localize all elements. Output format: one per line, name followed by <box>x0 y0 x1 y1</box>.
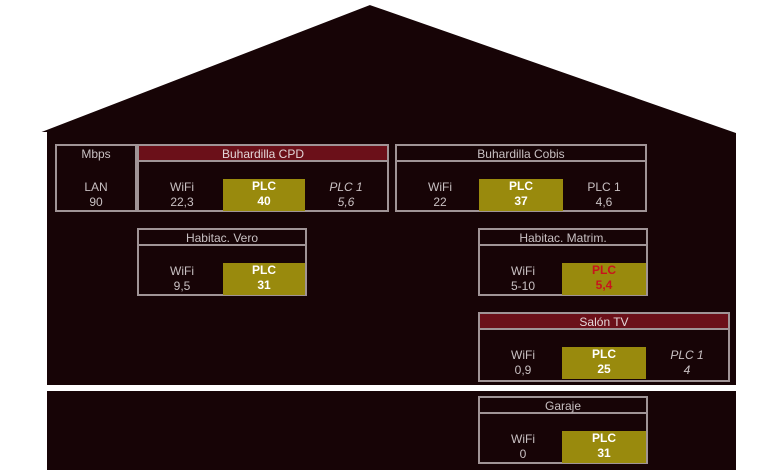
wifi-label: WiFi <box>170 264 194 278</box>
plc-value: 25 <box>597 362 611 376</box>
plc-cell: PLC 31 <box>562 431 646 463</box>
plc-value: 31 <box>597 446 611 460</box>
plc-cell: PLC 31 <box>223 263 305 295</box>
floor-divider <box>0 385 779 391</box>
left-margin <box>0 132 47 470</box>
room-buhardilla-cobis: Buhardilla Cobis WiFi 22 PLC 37 PLC 1 4,… <box>395 144 647 212</box>
plc-label: PLC <box>592 347 616 361</box>
room-title: Garaje <box>480 398 646 414</box>
lan-cell: LAN 90 <box>57 180 135 210</box>
plc1-cell: PLC 1 4 <box>646 348 728 378</box>
wifi-label: WiFi <box>428 180 452 194</box>
room-title: Habitac. Vero <box>139 230 305 246</box>
wifi-value: 0,9 <box>514 363 532 377</box>
plc1-value: 4,6 <box>595 195 613 209</box>
roof-left-eave <box>0 132 47 147</box>
plc-value: 5,4 <box>595 278 613 292</box>
plc-cell: PLC 40 <box>223 179 305 211</box>
room-salon-tv: Salón TV WiFi 0,9 PLC 25 PLC 1 4 <box>478 312 730 382</box>
room-habitac-matrim: Habitac. Matrim. WiFi 5-10 PLC 5,4 <box>478 228 648 296</box>
wifi-cell: WiFi 0 <box>482 432 564 462</box>
room-title: Habitac. Matrim. <box>480 230 646 246</box>
roof-edge <box>0 2 779 148</box>
wifi-value: 9,5 <box>173 279 191 293</box>
unit-label: Mbps <box>81 147 111 161</box>
plc-value: 31 <box>257 278 271 292</box>
wifi-value: 22,3 <box>170 195 194 209</box>
plc1-value: 4 <box>683 363 691 377</box>
wifi-label: WiFi <box>511 432 535 446</box>
room-garaje: Garaje WiFi 0 PLC 31 <box>478 396 648 464</box>
lan-value: 90 <box>89 195 103 209</box>
lan-label: LAN <box>84 180 108 194</box>
wifi-value: 22 <box>433 195 447 209</box>
plc1-label: PLC 1 <box>587 180 621 194</box>
wifi-value: 0 <box>519 447 527 461</box>
wifi-cell: WiFi 5-10 <box>482 264 564 294</box>
roof-right-eave <box>736 132 779 147</box>
wifi-cell: WiFi 22,3 <box>141 180 223 210</box>
wifi-cell: WiFi 22 <box>399 180 481 210</box>
wifi-label: WiFi <box>511 264 535 278</box>
plc-label: PLC <box>592 263 616 277</box>
wifi-label: WiFi <box>170 180 194 194</box>
plc-cell: PLC 5,4 <box>562 263 646 295</box>
plc-value: 40 <box>257 194 271 208</box>
wifi-cell: WiFi 0,9 <box>482 348 564 378</box>
room-habitac-vero: Habitac. Vero WiFi 9,5 PLC 31 <box>137 228 307 296</box>
plc1-cell: PLC 1 4,6 <box>563 180 645 210</box>
plc-label: PLC <box>252 263 276 277</box>
room-buhardilla-cpd: Buhardilla CPD WiFi 22,3 PLC 40 PLC 1 5,… <box>137 144 389 212</box>
plc-label: PLC <box>592 431 616 445</box>
room-title: Buhardilla Cobis <box>397 146 645 162</box>
room-title: Salón TV <box>480 314 728 330</box>
mbps-lan-box: Mbps LAN 90 <box>55 144 137 212</box>
plc-cell: PLC 37 <box>479 179 563 211</box>
wifi-label: WiFi <box>511 348 535 362</box>
plc1-cell: PLC 1 5,6 <box>305 180 387 210</box>
house-roof <box>0 4 779 470</box>
plc1-label: PLC 1 <box>329 180 363 194</box>
plc1-label: PLC 1 <box>670 348 704 362</box>
plc-label: PLC <box>252 179 276 193</box>
wifi-value: 5-10 <box>510 279 536 293</box>
room-title: Buhardilla CPD <box>139 146 387 162</box>
plc1-value: 5,6 <box>337 195 355 209</box>
right-margin <box>736 132 779 470</box>
plc-value: 37 <box>514 194 528 208</box>
wifi-cell: WiFi 9,5 <box>141 264 223 294</box>
plc-label: PLC <box>509 179 533 193</box>
plc-cell: PLC 25 <box>562 347 646 379</box>
